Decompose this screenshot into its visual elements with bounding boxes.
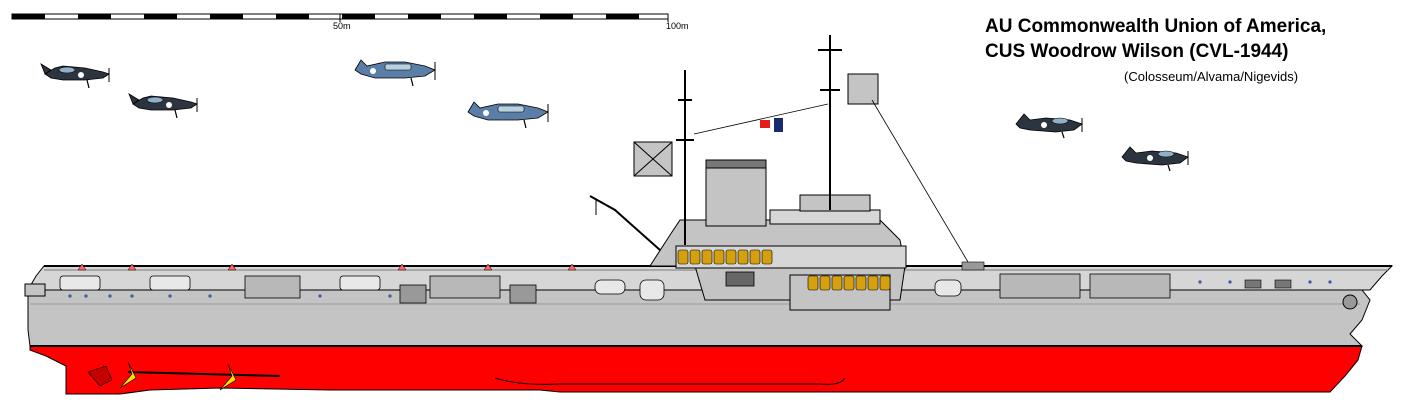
- flight-deck: [24, 263, 1394, 310]
- plane-dark-2: [128, 93, 198, 119]
- title-line-1: AU Commonwealth Union of America,: [985, 16, 1327, 37]
- boat-row-upper: [677, 249, 773, 265]
- plane-dark-3: [1015, 113, 1083, 139]
- propeller-fwd: [219, 363, 237, 391]
- scale-label-50m: 50m: [333, 21, 351, 31]
- ship-hull: [27, 289, 1371, 395]
- funnel: [705, 159, 767, 227]
- plane-dark-1: [40, 63, 110, 89]
- scale-label-100m: 100m: [666, 21, 689, 31]
- hull-antifouling: [29, 345, 1363, 395]
- propeller-aft: [119, 361, 137, 389]
- plane-dark-4: [1121, 146, 1189, 172]
- scale-bar: [11, 13, 669, 22]
- credit-text: (Colosseum/Alvama/Nigevids): [1124, 69, 1299, 84]
- boat-row-lower: [807, 275, 891, 291]
- propulsion: [87, 361, 281, 391]
- island: [589, 35, 985, 311]
- flag-canada: [760, 120, 770, 128]
- flag-navy: [774, 118, 783, 132]
- plane-blue-2: [467, 101, 549, 129]
- aircraft-group: [40, 59, 1189, 172]
- plane-blue-1: [354, 59, 436, 87]
- title-line-2: CUS Woodrow Wilson (CVL-1944): [985, 41, 1289, 62]
